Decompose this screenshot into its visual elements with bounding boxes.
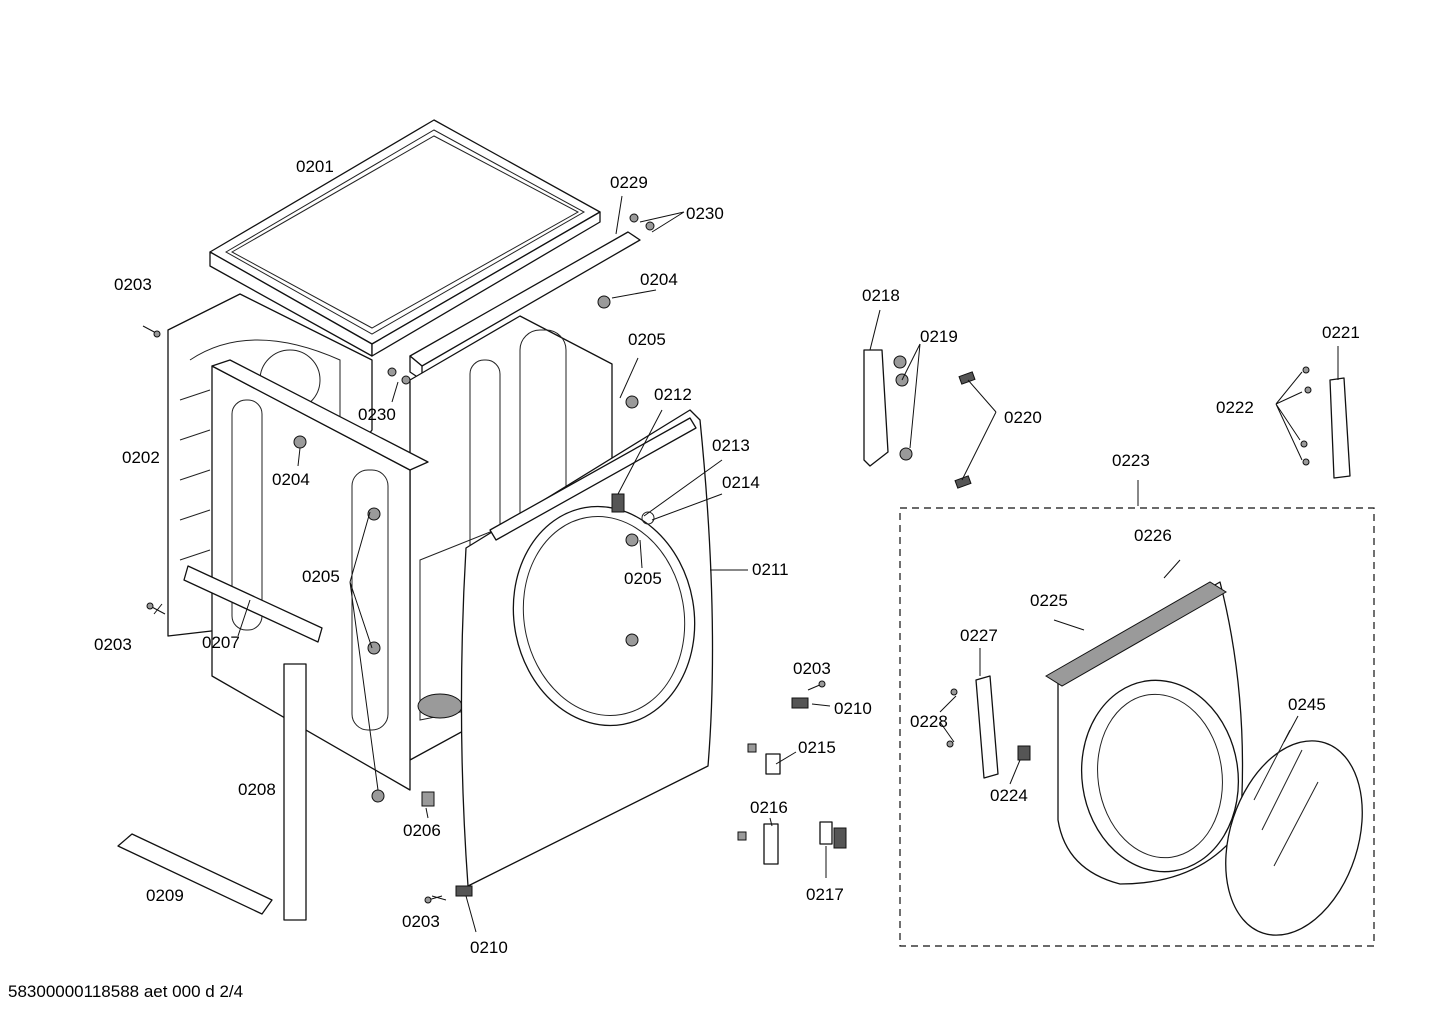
label-0205-left: 0205 bbox=[302, 567, 340, 586]
label-0207: 0207 bbox=[202, 633, 240, 652]
label-0230-mid: 0230 bbox=[358, 405, 396, 424]
label-0203-bottom: 0203 bbox=[402, 912, 440, 931]
label-0205-right: 0205 bbox=[624, 569, 662, 588]
label-0222: 0222 bbox=[1216, 398, 1254, 417]
label-0204-top: 0204 bbox=[640, 270, 678, 289]
label-0204-mid: 0204 bbox=[272, 470, 310, 489]
label-0224: 0224 bbox=[990, 786, 1028, 805]
label-0205-top: 0205 bbox=[628, 330, 666, 349]
top-cover-part bbox=[209, 119, 601, 357]
label-0202: 0202 bbox=[122, 448, 160, 467]
leader-lines bbox=[153, 195, 1339, 933]
label-0210-bottom: 0210 bbox=[470, 938, 508, 957]
door-handle-part bbox=[1300, 366, 1351, 479]
label-0226: 0226 bbox=[1134, 526, 1172, 545]
label-0203-right: 0203 bbox=[793, 659, 831, 678]
door-glass-part bbox=[1225, 729, 1363, 936]
label-0215: 0215 bbox=[798, 738, 836, 757]
label-0211: 0211 bbox=[752, 560, 789, 579]
label-0212: 0212 bbox=[654, 385, 692, 404]
label-0216: 0216 bbox=[750, 798, 788, 817]
label-0201: 0201 bbox=[296, 157, 334, 176]
label-0214: 0214 bbox=[722, 473, 760, 492]
screws-and-fittings bbox=[142, 213, 847, 904]
label-0217: 0217 bbox=[806, 885, 844, 904]
label-0227: 0227 bbox=[960, 626, 998, 645]
label-0213: 0213 bbox=[712, 436, 750, 455]
front-panel-part bbox=[460, 409, 714, 887]
label-0220: 0220 bbox=[1004, 408, 1042, 427]
label-0208: 0208 bbox=[238, 780, 276, 799]
label-0245: 0245 bbox=[1288, 695, 1326, 714]
label-0223: 0223 bbox=[1112, 451, 1150, 470]
label-0225: 0225 bbox=[1030, 591, 1068, 610]
label-0229: 0229 bbox=[610, 173, 648, 192]
label-0210-right: 0210 bbox=[834, 699, 872, 718]
drawing-reference-number: 58300000118588 aet 000 d 2/4 bbox=[8, 982, 243, 1001]
bottom-rails bbox=[117, 565, 323, 921]
label-0230-top: 0230 bbox=[686, 204, 724, 223]
door-assembly-part bbox=[946, 581, 1244, 885]
label-0221: 0221 bbox=[1322, 323, 1360, 342]
door-hinge-part bbox=[863, 349, 976, 489]
label-0203-top-left: 0203 bbox=[114, 275, 152, 294]
label-0209: 0209 bbox=[146, 886, 184, 905]
side-panel-part bbox=[211, 359, 429, 791]
label-0219: 0219 bbox=[920, 327, 958, 346]
label-0206: 0206 bbox=[403, 821, 441, 840]
label-0228: 0228 bbox=[910, 712, 948, 731]
label-0203-left: 0203 bbox=[94, 635, 132, 654]
part-labels: 0201 0229 0230 0203 0204 0205 0230 0212 … bbox=[94, 157, 1360, 957]
label-0218: 0218 bbox=[862, 286, 900, 305]
